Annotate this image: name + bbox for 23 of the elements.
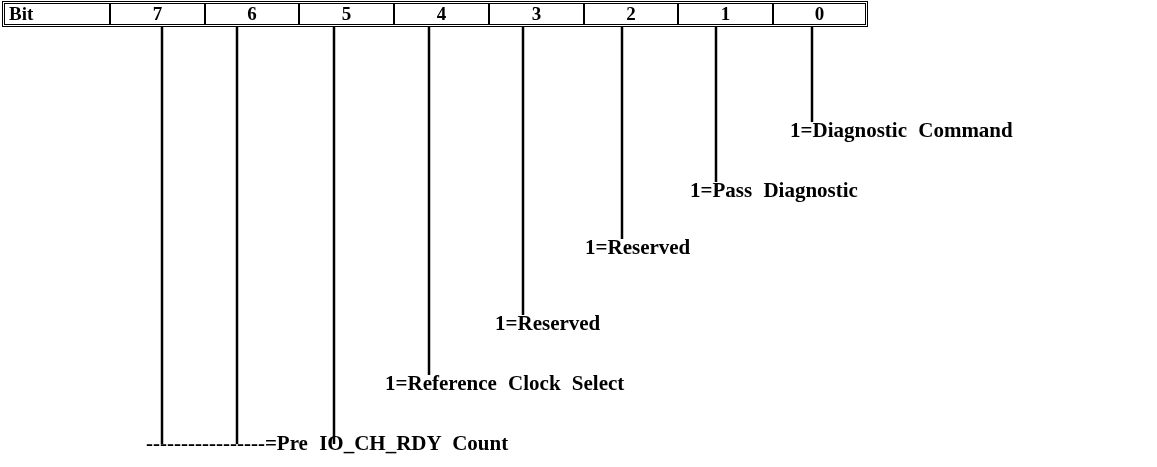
leader-line: [160, 26, 164, 444]
bit-description: 1=Diagnostic Command: [790, 118, 1013, 142]
bit-description: 1=Reference Clock Select: [385, 371, 625, 395]
bit-number-cell: 3: [488, 4, 583, 24]
bit-number-cell: 6: [204, 4, 298, 24]
bit-description: 1=Reserved: [585, 235, 691, 259]
bit-number-cell: 2: [583, 4, 677, 24]
bit-description: 1=Reserved: [495, 311, 601, 335]
bit-description: 1=Pass Diagnostic: [690, 178, 858, 202]
leader-line: [427, 26, 431, 375]
bit-number-cell: 0: [772, 4, 865, 24]
leader-line: [714, 26, 718, 182]
bit-number-cell: 1: [677, 4, 772, 24]
leader-line: [620, 26, 624, 239]
leader-line: [810, 26, 814, 122]
leader-line: [332, 26, 336, 444]
bit-number-cell: 5: [298, 4, 393, 24]
bit-number-cell: 7: [109, 4, 204, 24]
bit-description: -----------------=Pre IO_CH_RDY Count: [146, 431, 509, 455]
leader-line: [521, 26, 525, 315]
bit-number-cell: 4: [393, 4, 488, 24]
bit-header-cell: Bit: [5, 4, 109, 24]
leader-line: [235, 26, 239, 444]
